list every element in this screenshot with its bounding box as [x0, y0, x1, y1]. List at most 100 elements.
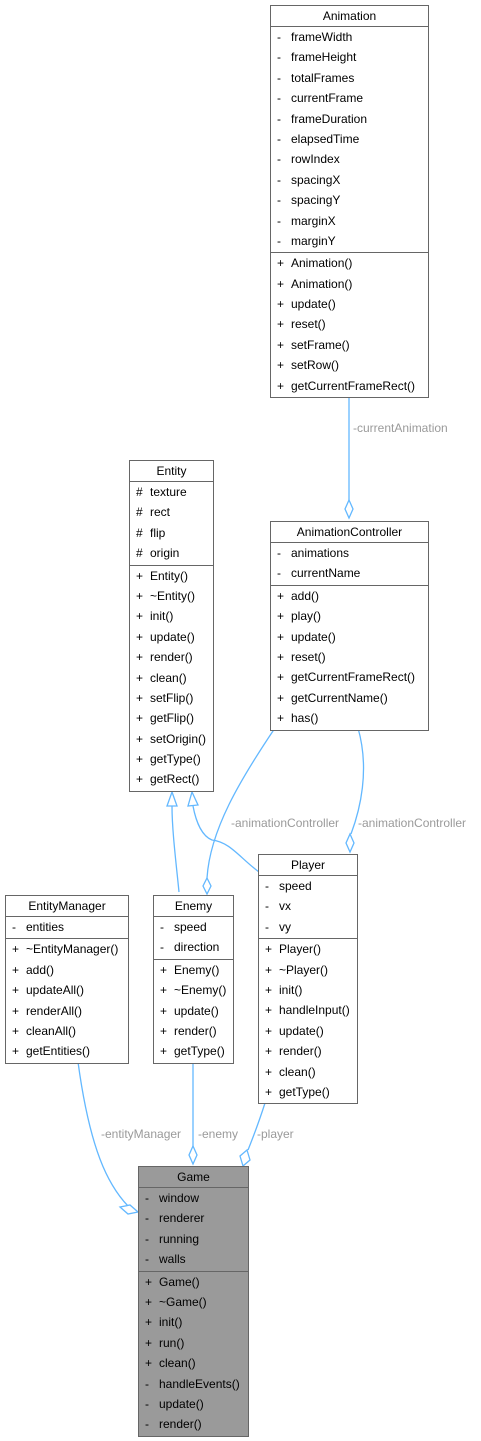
visibility-marker: +	[136, 772, 144, 787]
class-game[interactable]: Game-window-renderer-running-walls+Game(…	[138, 1166, 249, 1437]
method-row: -handleEvents()	[139, 1374, 248, 1394]
edge-label-animation-controller-player: -animationController	[358, 816, 466, 830]
method-name: handleInput()	[279, 1003, 350, 1018]
method-row: +getCurrentFrameRect()	[271, 667, 428, 687]
attribute-row: -renderer	[139, 1208, 248, 1228]
attribute-row: -animations	[271, 543, 428, 563]
attribute-row: -running	[139, 1229, 248, 1249]
visibility-marker: +	[265, 1023, 273, 1038]
class-attributes: -speed-direction	[154, 917, 233, 960]
attribute-row: #flip	[130, 523, 213, 543]
attribute-row: #rect	[130, 502, 213, 522]
method-row: +getRect()	[130, 769, 213, 789]
class-enemy[interactable]: Enemy-speed-direction+Enemy()+~Enemy()+u…	[153, 895, 234, 1064]
visibility-marker: +	[277, 256, 285, 271]
visibility-marker: +	[277, 649, 285, 664]
edge-enemy-inherits-entity-arrow	[166, 790, 178, 807]
class-attributes: -entities	[6, 917, 128, 940]
method-name: init()	[159, 1315, 183, 1330]
visibility-marker: +	[265, 962, 273, 977]
method-name: render()	[159, 1417, 202, 1432]
attribute-row: -marginX	[271, 211, 428, 231]
method-name: updateAll()	[26, 983, 85, 998]
visibility-marker: #	[136, 546, 143, 561]
visibility-marker: -	[277, 546, 281, 560]
method-row: +init()	[259, 980, 357, 1000]
class-name: Animation	[271, 6, 428, 27]
visibility-marker: +	[136, 609, 144, 624]
visibility-marker: +	[277, 297, 285, 312]
class-attributes: -frameWidth-frameHeight-totalFrames-curr…	[271, 27, 428, 254]
visibility-marker: +	[12, 983, 20, 998]
attribute-row: -currentName	[271, 563, 428, 583]
attribute-row: -vx	[259, 896, 357, 916]
method-name: ~Player()	[279, 962, 329, 977]
method-row: +add()	[6, 960, 128, 980]
method-name: add()	[291, 588, 320, 603]
method-row: +getEntities()	[6, 1041, 128, 1061]
method-name: Player()	[279, 942, 322, 957]
class-player[interactable]: Player-speed-vx-vy+Player()+~Player()+in…	[258, 854, 358, 1105]
attribute-row: -window	[139, 1188, 248, 1208]
visibility-marker: +	[265, 1044, 273, 1059]
visibility-marker: +	[277, 670, 285, 685]
edge-player-inherits-entity	[192, 805, 260, 873]
method-row: +run()	[139, 1333, 248, 1353]
method-row: + Animation()	[271, 253, 428, 273]
method-row: + reset()	[271, 647, 428, 667]
method-row: +getFlip()	[130, 708, 213, 728]
class-animation[interactable]: Animation-frameWidth-frameHeight-totalFr…	[270, 5, 429, 399]
attribute-name: elapsedTime	[291, 131, 360, 146]
visibility-marker: +	[136, 711, 144, 726]
method-name: run()	[159, 1335, 185, 1350]
method-name: update()	[150, 629, 195, 644]
edge-label-player: -player	[257, 1127, 294, 1141]
attribute-name: currentName	[291, 566, 361, 581]
method-row: +getType()	[154, 1041, 233, 1061]
method-name: init()	[150, 609, 174, 624]
method-name: ~Entity()	[150, 588, 196, 603]
visibility-marker: -	[145, 1417, 149, 1432]
visibility-marker: -	[277, 172, 281, 187]
class-name: Game	[139, 1167, 248, 1188]
visibility-marker: +	[12, 1023, 20, 1038]
visibility-marker: +	[136, 650, 144, 665]
class-methods: +Entity()+~Entity()+init()+update()+rend…	[130, 566, 213, 791]
method-name: reset()	[291, 317, 326, 332]
class-attributes: -window-renderer-running-walls	[139, 1188, 248, 1272]
class-attributes: -speed-vx-vy	[259, 876, 357, 940]
method-name: handleEvents()	[159, 1376, 240, 1391]
method-name: Animation()	[291, 256, 353, 271]
visibility-marker: +	[265, 982, 273, 997]
class-entity[interactable]: Entity#texture#rect#flip#origin+Entity()…	[129, 460, 214, 792]
method-name: clean()	[279, 1064, 316, 1079]
method-name: reset()	[291, 649, 326, 664]
attribute-row: -frameWidth	[271, 27, 428, 47]
visibility-marker: -	[145, 1211, 149, 1226]
method-name: getType()	[174, 1044, 225, 1059]
visibility-marker: +	[160, 1023, 168, 1038]
class-methods: +add()+play()+update()+reset()+getCurren…	[271, 586, 428, 730]
attribute-name: flip	[150, 525, 166, 540]
visibility-marker: +	[277, 317, 285, 332]
visibility-marker: +	[277, 690, 285, 705]
edge-current-animation-diamond	[344, 498, 354, 520]
method-name: render()	[150, 650, 193, 665]
method-name: clean()	[150, 670, 187, 685]
method-name: setFlip()	[150, 690, 194, 705]
edge-animation-controller-enemy-diamond	[202, 876, 212, 896]
method-row: +update()	[130, 627, 213, 647]
attribute-name: entities	[26, 920, 65, 934]
class-entity-manager[interactable]: EntityManager-entities+~EntityManager()+…	[5, 895, 129, 1064]
method-name: Enemy()	[174, 962, 220, 977]
edge-player-inherits-entity-arrow	[187, 790, 199, 807]
edge-player-game	[247, 1102, 266, 1151]
edge-animation-controller-enemy	[206, 727, 276, 879]
attribute-row: -rowIndex	[271, 149, 428, 169]
class-animation-controller[interactable]: AnimationController-animations-currentNa…	[270, 521, 429, 731]
method-row: +init()	[139, 1312, 248, 1332]
visibility-marker: +	[12, 942, 20, 957]
attribute-name: marginY	[291, 233, 336, 248]
method-row: +cleanAll()	[6, 1021, 128, 1041]
edge-entity-manager-game-diamond	[118, 1204, 140, 1215]
